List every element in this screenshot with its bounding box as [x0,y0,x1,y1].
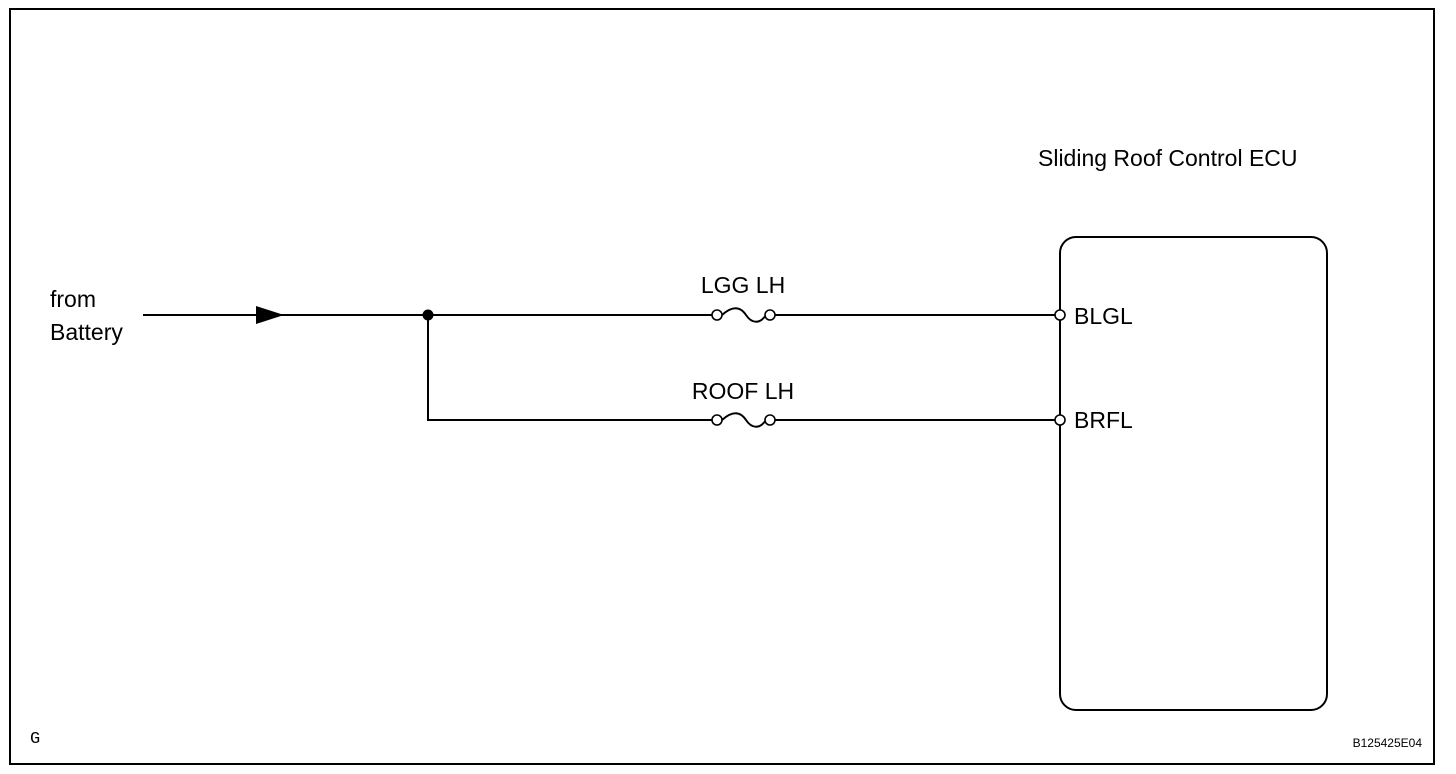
ecu-terminal-brfl [1054,414,1066,426]
fuse-terminal-icon [711,414,723,426]
ecu-title: Sliding Roof Control ECU [1038,145,1298,171]
fuse-roof-lh: ROOF LH [692,378,794,428]
diagram-frame [9,8,1435,765]
current-direction-arrow [256,306,284,324]
fuse-element-icon [721,412,767,428]
ecu-box [1059,236,1328,711]
fuse-terminal-icon [764,309,776,321]
figure-reference: B125425E04 [1353,736,1423,750]
ecu-terminal-blgl-label: BLGL [1074,303,1133,329]
corner-mark: G [30,730,40,749]
fuse-lgg-lh: LGG LH [701,272,785,323]
roof-branch-wire [427,315,712,421]
fuse-terminal-icon [711,309,723,321]
fuse-lgg-lh-label: LGG LH [701,272,785,298]
ecu-terminal-blgl [1054,309,1066,321]
ecu-terminal-brfl-label: BRFL [1074,407,1133,433]
source-label-from: from [50,286,96,312]
fuse-element-icon [721,307,767,323]
fuse-terminal-icon [764,414,776,426]
source-label-battery: Battery [50,319,123,345]
fuse-roof-lh-label: ROOF LH [692,378,794,404]
